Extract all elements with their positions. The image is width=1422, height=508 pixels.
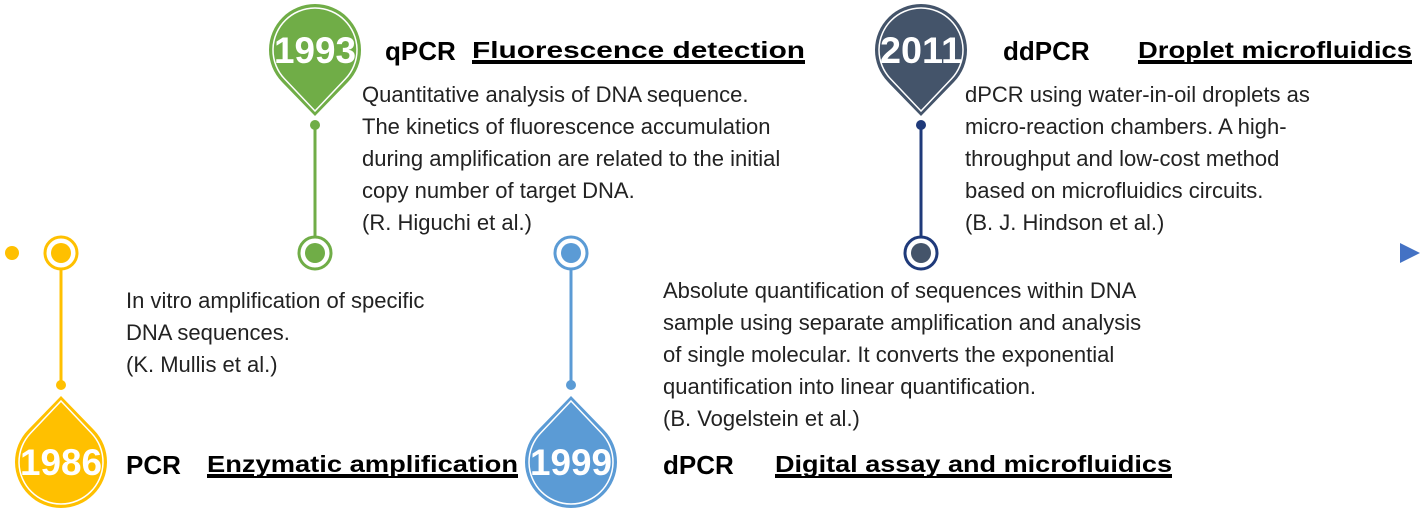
connector-end-dot: [56, 380, 66, 390]
method-abbreviation: PCR: [126, 450, 181, 480]
year-pin-outline: [18, 399, 104, 505]
year-pin-icon: [14, 396, 107, 508]
description-line: copy number of target DNA.: [362, 178, 635, 203]
method-topic: Droplet microfluidics: [1138, 37, 1412, 63]
description-line: Quantitative analysis of DNA sequence.: [362, 82, 748, 107]
milestone-1986: 1986 PCR Enzymatic amplification In vitro a…: [14, 235, 518, 508]
year-label: 1986: [20, 442, 102, 483]
year-pin-outline: [878, 7, 964, 113]
year-pin-icon: [269, 4, 361, 117]
description-line: In vitro amplification of specific: [126, 288, 424, 313]
year-label: 1999: [530, 442, 612, 483]
axis-node-dot: [561, 243, 581, 263]
milestone-1993: 1993 qPCR Fluorescence detectionQuantitati…: [269, 4, 805, 271]
description-line: (R. Higuchi et al.): [362, 210, 532, 235]
year-pin-outline: [272, 7, 358, 113]
axis-node-dot: [51, 243, 71, 263]
description-line: based on microfluidics circuits.: [965, 178, 1263, 203]
description-line: Absolute quantification of sequences wit…: [663, 278, 1137, 303]
description-line: sample using separate amplification and …: [663, 310, 1141, 335]
milestone-1999: 1999 dPCR Digital assay and microfluidics A…: [525, 235, 1172, 508]
year-pin-outline: [528, 399, 614, 505]
description-line: (B. J. Hindson et al.): [965, 210, 1164, 235]
description-line: of single molecular. It converts the exp…: [663, 342, 1114, 367]
description-line: The kinetics of fluorescence accumulatio…: [362, 114, 770, 139]
milestone-2011: 2011 ddPCR Droplet microfluidics dPCR using…: [875, 4, 1412, 271]
connector-end-dot: [916, 120, 926, 130]
description-line: during amplification are related to the …: [362, 146, 780, 171]
axis-arrowhead-icon: [1400, 243, 1420, 263]
connector-end-dot: [566, 380, 576, 390]
method-abbreviation: ddPCR: [1003, 36, 1090, 66]
year-pin-icon: [875, 4, 967, 117]
connector-end-dot: [310, 120, 320, 130]
year-pin-icon: [525, 396, 617, 508]
method-abbreviation: dPCR: [663, 450, 734, 480]
timeline-axis: [5, 243, 1420, 263]
description-line: throughput and low-cost method: [965, 146, 1279, 171]
method-topic: Enzymatic amplification: [207, 451, 518, 477]
description-line: DNA sequences.: [126, 320, 290, 345]
axis-node-dot: [305, 243, 325, 263]
description-line: quantification into linear quantificatio…: [663, 374, 1036, 399]
description-line: dPCR using water-in-oil droplets as: [965, 82, 1310, 107]
method-abbreviation: qPCR: [385, 36, 456, 66]
year-label: 1993: [274, 30, 356, 71]
axis-start-dot: [5, 246, 19, 260]
description-line: (K. Mullis et al.): [126, 352, 278, 377]
description-line: (B. Vogelstein et al.): [663, 406, 860, 431]
method-topic: Digital assay and microfluidics: [775, 451, 1172, 477]
year-label: 2011: [880, 30, 962, 71]
method-topic: Fluorescence detection: [472, 37, 805, 63]
description-line: micro-reaction chambers. A high-: [965, 114, 1287, 139]
axis-node-dot: [911, 243, 931, 263]
